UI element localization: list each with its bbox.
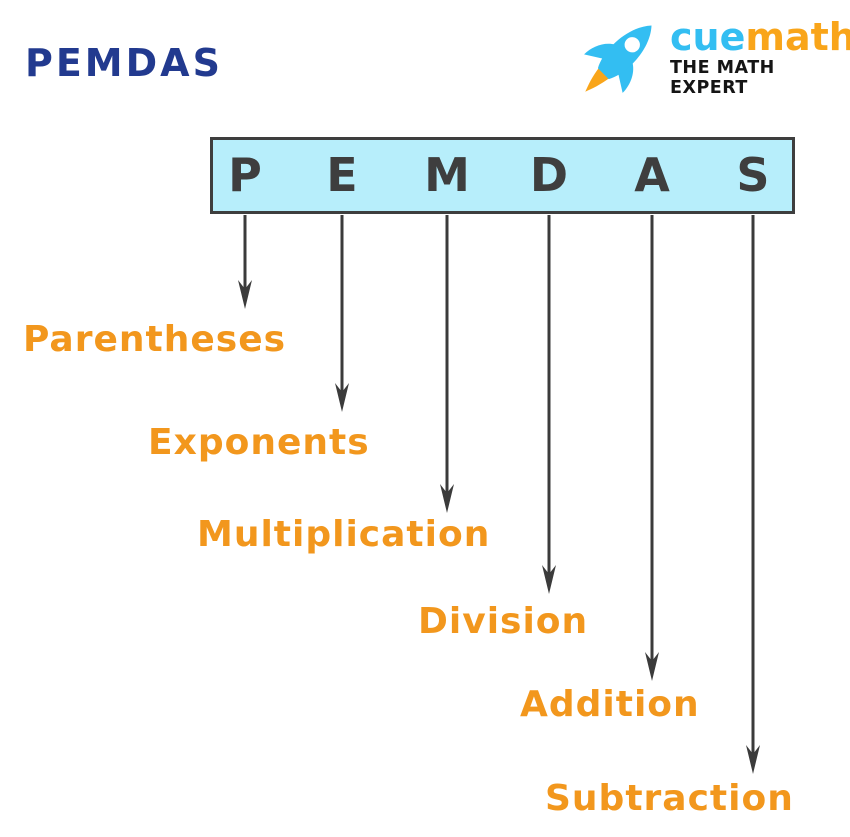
box-letter-s: S — [736, 148, 770, 202]
brand-wordmark: cuemath — [670, 18, 850, 56]
term-parentheses: Parentheses — [23, 319, 287, 360]
pemdas-acronym-box — [210, 137, 795, 214]
term-division: Division — [418, 601, 589, 642]
term-multiplication: Multiplication — [197, 514, 491, 555]
box-letter-p: P — [228, 148, 262, 202]
box-letter-e: E — [326, 148, 358, 202]
arrow-m-to-multiplication — [439, 215, 456, 514]
arrow-a-to-addition — [644, 215, 661, 682]
brand-math: math — [745, 15, 850, 60]
arrow-d-to-division — [541, 215, 558, 595]
term-subtraction: Subtraction — [545, 778, 794, 819]
box-letter-a: A — [634, 148, 670, 202]
brand-cue: cue — [670, 15, 746, 60]
brand-tagline: THE MATH EXPERT — [670, 58, 775, 98]
rocket-icon — [584, 25, 652, 93]
arrow-p-to-parentheses — [237, 215, 254, 310]
box-letter-m: M — [424, 148, 470, 202]
page-title: PEMDAS — [25, 41, 223, 85]
arrow-s-to-subtraction — [745, 215, 762, 775]
term-addition: Addition — [520, 684, 700, 725]
term-exponents: Exponents — [148, 422, 370, 463]
arrow-e-to-exponents — [334, 215, 351, 413]
cuemath-logo: cuemath THE MATH EXPERT — [576, 12, 850, 104]
box-letter-d: D — [529, 148, 569, 202]
brand-text: cuemath THE MATH EXPERT — [670, 18, 850, 98]
